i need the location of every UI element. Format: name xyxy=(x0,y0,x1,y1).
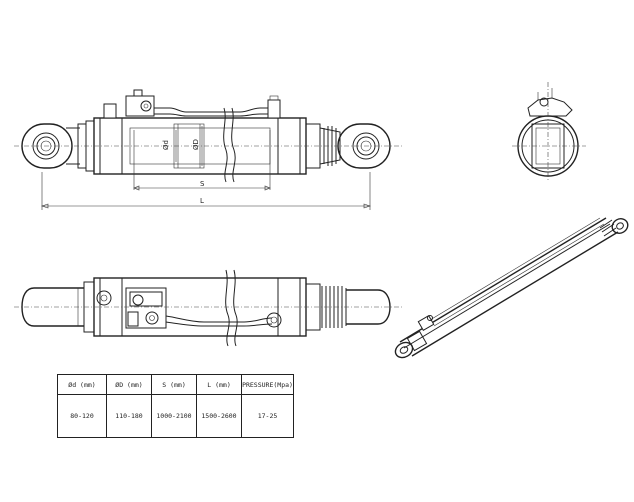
length-label: L xyxy=(200,197,204,205)
front-view: Ød ØD S L xyxy=(14,89,402,210)
header-pressure: PRESSURE(Mpa) xyxy=(241,374,294,395)
length-dimension: L xyxy=(41,172,371,210)
header-outer-diameter: ØD (mm) xyxy=(106,374,152,395)
stroke-label: S xyxy=(200,180,205,188)
end-view xyxy=(512,82,586,182)
header-length: L (mm) xyxy=(196,374,242,395)
cell-pressure: 17-25 xyxy=(241,394,294,438)
outer-diameter-label: ØD xyxy=(192,139,200,150)
cell-inner-diameter: 80-120 xyxy=(57,394,107,438)
plan-view xyxy=(14,269,402,347)
valve-block-top xyxy=(103,89,281,119)
cell-outer-diameter: 110-180 xyxy=(106,394,152,438)
spec-table-header-row: Ød (mm) ØD (mm) S (mm) L (mm) PRESSURE(M… xyxy=(57,374,294,395)
inner-diameter-label: Ød xyxy=(162,140,170,150)
spec-table: Ød (mm) ØD (mm) S (mm) L (mm) PRESSURE(M… xyxy=(57,374,294,438)
diameter-dimensions: Ød ØD xyxy=(162,126,203,166)
stroke-dimension: S xyxy=(133,180,271,191)
cylinder-tube xyxy=(93,107,307,190)
header-stroke: S (mm) xyxy=(151,374,197,395)
cell-length: 1500-2600 xyxy=(196,394,242,438)
cell-stroke: 1000-2100 xyxy=(151,394,197,438)
isometric-view xyxy=(394,217,629,359)
table-row: 80-120 110-180 1000-2100 1500-2600 17-25 xyxy=(57,394,294,438)
header-inner-diameter: Ød (mm) xyxy=(57,374,107,395)
